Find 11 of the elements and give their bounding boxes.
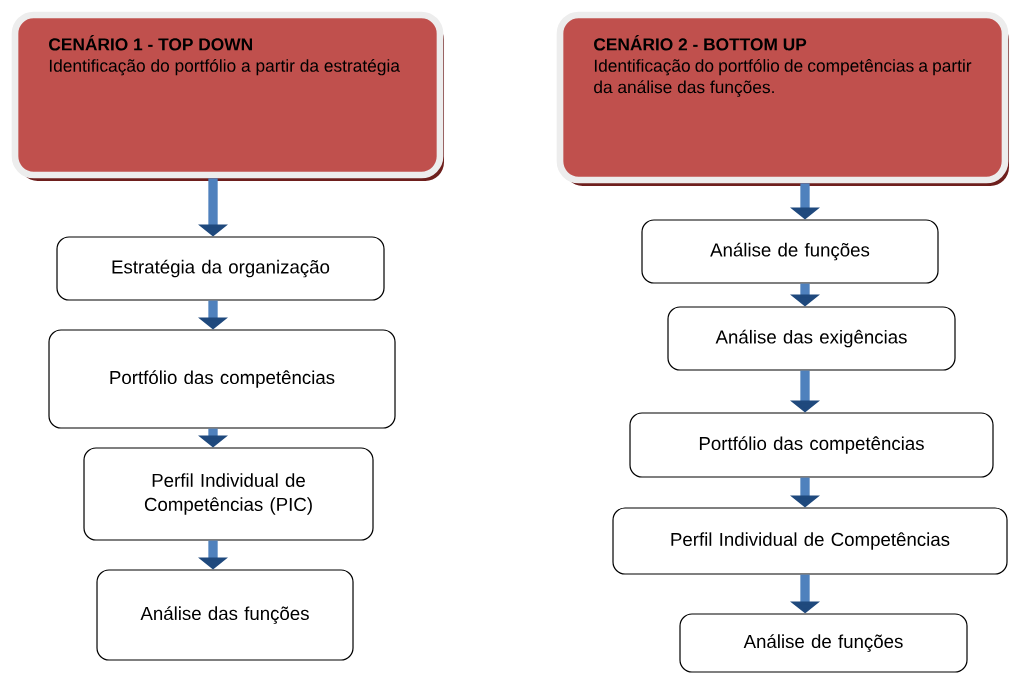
process-box: Análise de funções bbox=[641, 219, 939, 284]
process-box: Perfil Individual de Competências bbox=[612, 507, 1008, 575]
process-box: Portfólio das competências bbox=[629, 412, 994, 478]
process-box: Perfil Individual de Competências (PIC) bbox=[83, 447, 374, 541]
process-box: Análise das funções bbox=[96, 569, 354, 661]
process-box: Análise das exigências bbox=[667, 306, 956, 371]
process-box: Estratégia da organização bbox=[56, 236, 385, 301]
scenario-box: CENÁRIO 1 - TOP DOWN Identificação do portfólio a partir da estratégia bbox=[11, 11, 444, 181]
process-box: Portfólio das competências bbox=[48, 329, 396, 429]
scenario-box: CENÁRIO 2 - BOTTOM UP Identificação do portfólio de competências a partir da análise das funções. bbox=[556, 11, 1009, 186]
process-box: Análise de funções bbox=[679, 613, 968, 673]
